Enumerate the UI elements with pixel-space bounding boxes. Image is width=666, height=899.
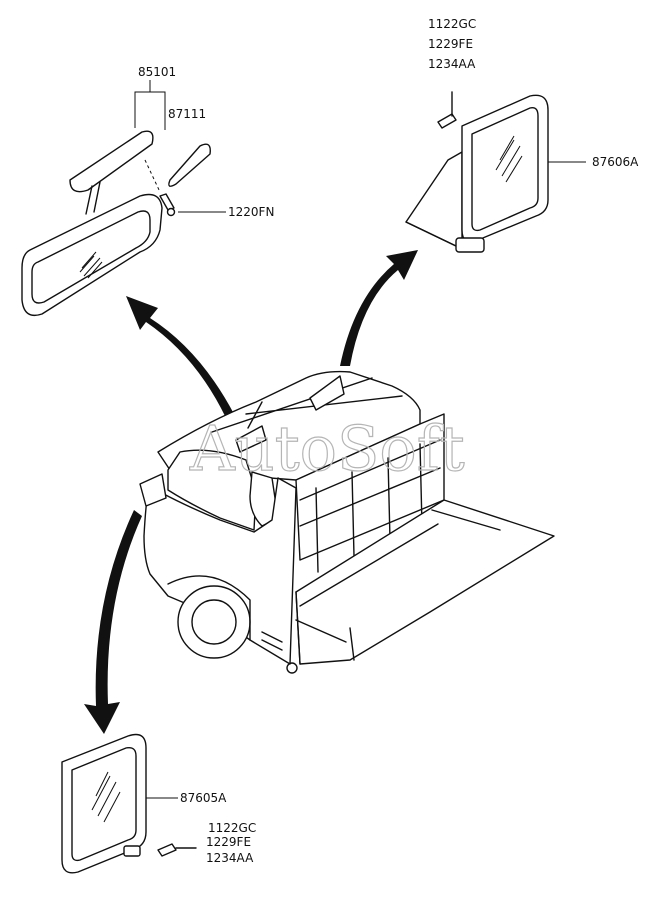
leaders-inside-mirror	[134, 80, 226, 213]
label-fastener-left-1: 1122GC	[208, 821, 256, 835]
label-87606a: 87606A	[592, 155, 639, 169]
label-85101: 85101	[138, 65, 176, 79]
label-fastener-right-2: 1229FE	[428, 37, 473, 51]
inside-mirror-assembly	[21, 130, 211, 317]
label-fastener-left-2: 1229FE	[206, 835, 251, 849]
label-fastener-right-3: 1234AA	[428, 57, 476, 71]
label-87111: 87111	[168, 107, 206, 121]
truck-illustration	[139, 370, 555, 674]
watermark: AutoSoft	[189, 412, 465, 485]
label-fastener-left-3: 1234AA	[206, 851, 254, 865]
label-87605a: 87605A	[180, 791, 227, 805]
outside-mirror-right	[405, 91, 549, 253]
label-1220fn: 1220FN	[228, 205, 274, 219]
label-fastener-right-1: 1122GC	[428, 17, 476, 31]
callout-arrows	[84, 250, 418, 734]
outside-mirror-left	[61, 733, 197, 874]
